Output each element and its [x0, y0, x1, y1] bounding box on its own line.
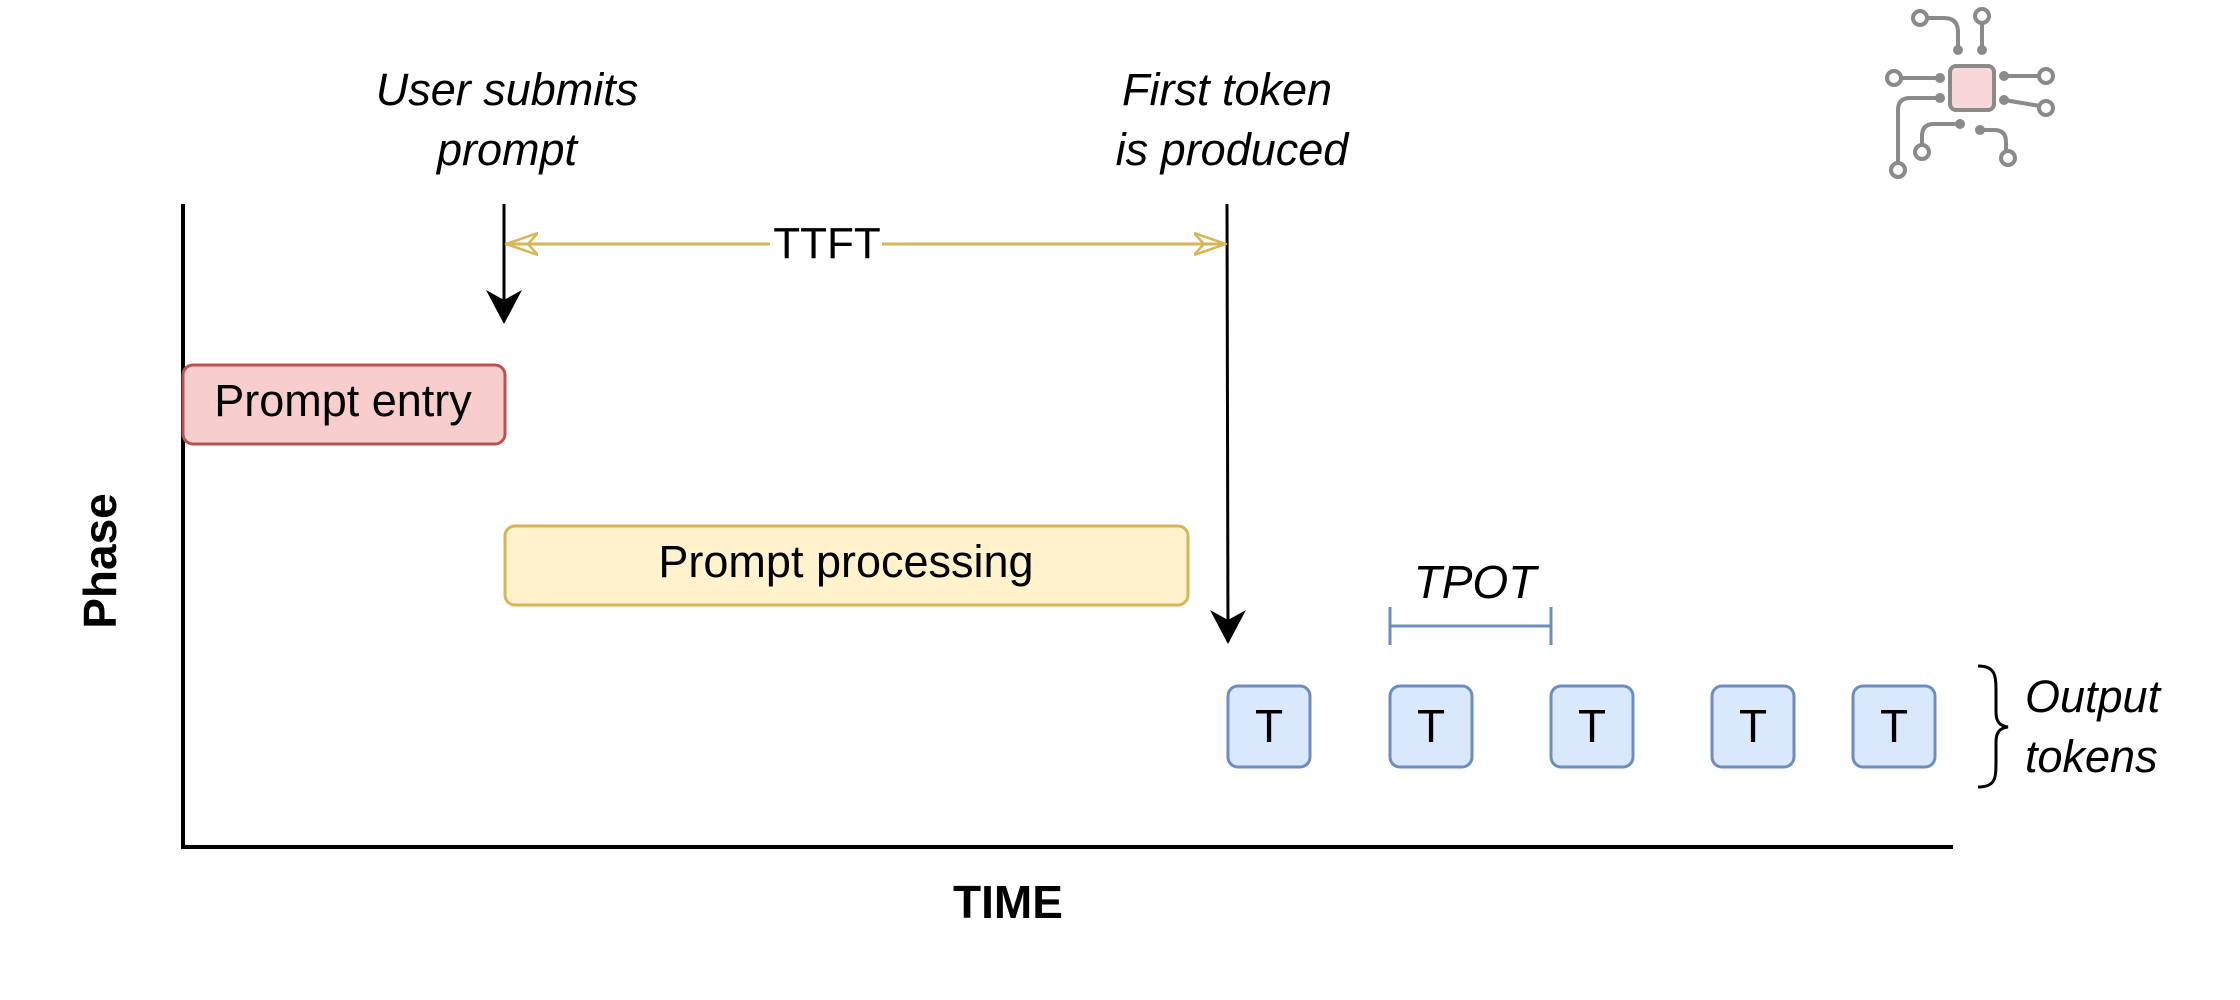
y-axis-label: Phase	[74, 493, 126, 629]
token-rect	[1710, 684, 1796, 769]
token-rect	[1549, 684, 1635, 769]
token-box: T	[1851, 684, 1937, 769]
token-box: T	[1226, 684, 1312, 769]
token-rect	[1388, 684, 1474, 769]
token-rect	[1226, 684, 1312, 769]
token-box: T	[1549, 684, 1635, 769]
first-token-arrow	[1225, 203, 1230, 643]
tpot-span: TPOT	[1388, 556, 1553, 645]
token-box: T	[1388, 684, 1474, 769]
token-label: T	[1880, 700, 1908, 752]
prompt-processing-box: Prompt processing	[503, 524, 1190, 607]
x-axis-label: TIME	[953, 876, 1063, 928]
token-label: T	[1255, 700, 1283, 752]
output-tokens-group: T T T T T Output tokens	[1226, 664, 2163, 789]
prompt-processing-label: Prompt processing	[658, 536, 1033, 587]
first-token-arrowhead	[1210, 610, 1246, 644]
tpot-label: TPOT	[1414, 556, 1540, 608]
token-label: T	[1417, 700, 1445, 752]
output-tokens-brace	[1977, 664, 2009, 789]
prompt-processing-rect	[503, 524, 1190, 607]
token-box: T	[1710, 684, 1796, 769]
circuit-chip-icon	[1885, 7, 2055, 179]
user-submits-line-1: User submits	[376, 64, 639, 115]
prompt-entry-box: Prompt entry	[181, 363, 507, 446]
token-label: T	[1578, 700, 1606, 752]
user-submits-arrowhead	[486, 290, 522, 324]
first-token-annotation: First token is produced	[1116, 64, 1351, 644]
first-token-line-1: First token	[1122, 64, 1332, 115]
ttft-span: TTFT	[506, 219, 1226, 268]
ttft-label: TTFT	[773, 219, 881, 268]
user-submits-annotation: User submits prompt	[376, 64, 639, 324]
user-submits-line-2: prompt	[435, 124, 580, 175]
token-rect	[1851, 684, 1937, 769]
token-label: T	[1739, 700, 1767, 752]
output-tokens-line-2: tokens	[2025, 731, 2158, 782]
prompt-entry-label: Prompt entry	[214, 375, 472, 426]
prompt-entry-rect	[181, 363, 507, 446]
first-token-line-2: is produced	[1116, 124, 1351, 175]
output-tokens-line-1: Output	[2025, 671, 2163, 722]
